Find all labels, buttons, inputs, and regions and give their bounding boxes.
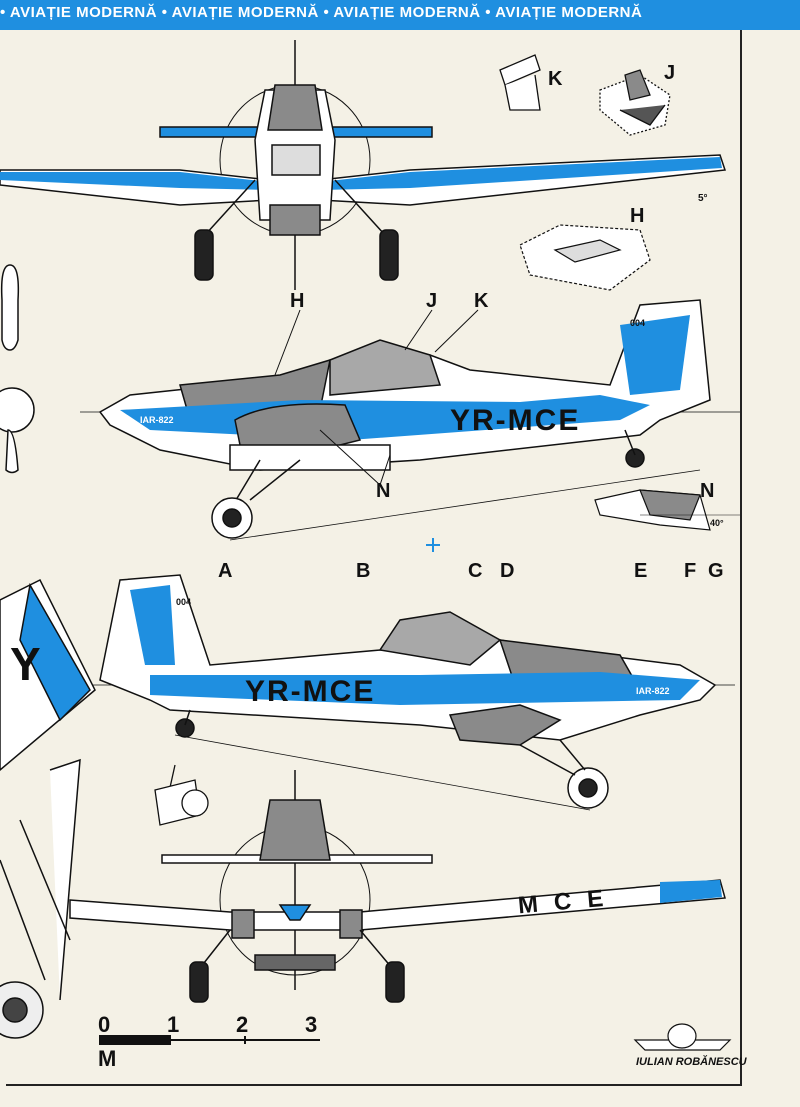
svg-text:Y: Y	[10, 638, 41, 690]
author-credit: IULIAN ROBĂNESCU	[636, 1056, 747, 1068]
side-view-lower	[90, 574, 735, 811]
label-angle-5: 5°	[698, 193, 708, 204]
station-e: E	[634, 560, 648, 582]
banner-title: • AVIAȚIE MODERNĂ • AVIAȚIE MODERNĂ • AV…	[0, 4, 643, 21]
detail-n	[594, 489, 740, 531]
scale-mark-3: 3	[305, 1012, 318, 1037]
scale-mark-1: 1	[167, 1012, 180, 1037]
station-f: F	[684, 560, 697, 582]
scale-unit: M	[98, 1046, 117, 1071]
cg-marker	[426, 538, 440, 552]
registration-side-bottom: YR-MCE	[245, 675, 376, 708]
partial-gear-left	[0, 758, 81, 1039]
detail-h	[519, 224, 651, 291]
author-logo	[633, 1023, 732, 1051]
label-n-side: N	[376, 480, 391, 502]
station-a: A	[218, 560, 233, 582]
gear-detail	[154, 764, 209, 826]
registration-side-top: YR-MCE	[450, 404, 581, 437]
label-j-side: J	[426, 290, 438, 312]
tail-number-top: 004	[630, 318, 646, 328]
station-g: G	[708, 560, 724, 582]
propeller-partial	[0, 264, 35, 474]
header-banner: • AVIAȚIE MODERNĂ • AVIAȚIE MODERNĂ • AV…	[0, 0, 800, 30]
label-h-detail: H	[630, 205, 645, 227]
stripe-text-top: IAR-822	[140, 415, 174, 425]
station-b: B	[356, 560, 371, 582]
partial-tail-left: Y	[0, 578, 96, 771]
station-d: D	[500, 560, 515, 582]
leader-lines	[274, 309, 479, 486]
front-view-top	[0, 40, 727, 290]
drawing-frame	[6, 30, 742, 1086]
station-c: C	[468, 560, 483, 582]
stripe-text-bottom: IAR-822	[636, 686, 670, 696]
label-k-side: K	[474, 290, 489, 312]
label-j-top: J	[664, 62, 676, 84]
label-angle-40: 40°	[710, 518, 724, 528]
front-view-bottom	[69, 770, 726, 1003]
label-n-detail: N	[700, 480, 715, 502]
scale-mark-2: 2	[236, 1012, 249, 1037]
label-h-side: H	[290, 290, 305, 312]
scale-mark-0: 0	[98, 1012, 111, 1037]
side-view-upper	[80, 299, 740, 541]
detail-k-j-top	[499, 54, 671, 136]
label-k-top: K	[548, 68, 563, 90]
scale-bar	[99, 1035, 320, 1045]
tail-number-bottom: 004	[176, 597, 192, 607]
